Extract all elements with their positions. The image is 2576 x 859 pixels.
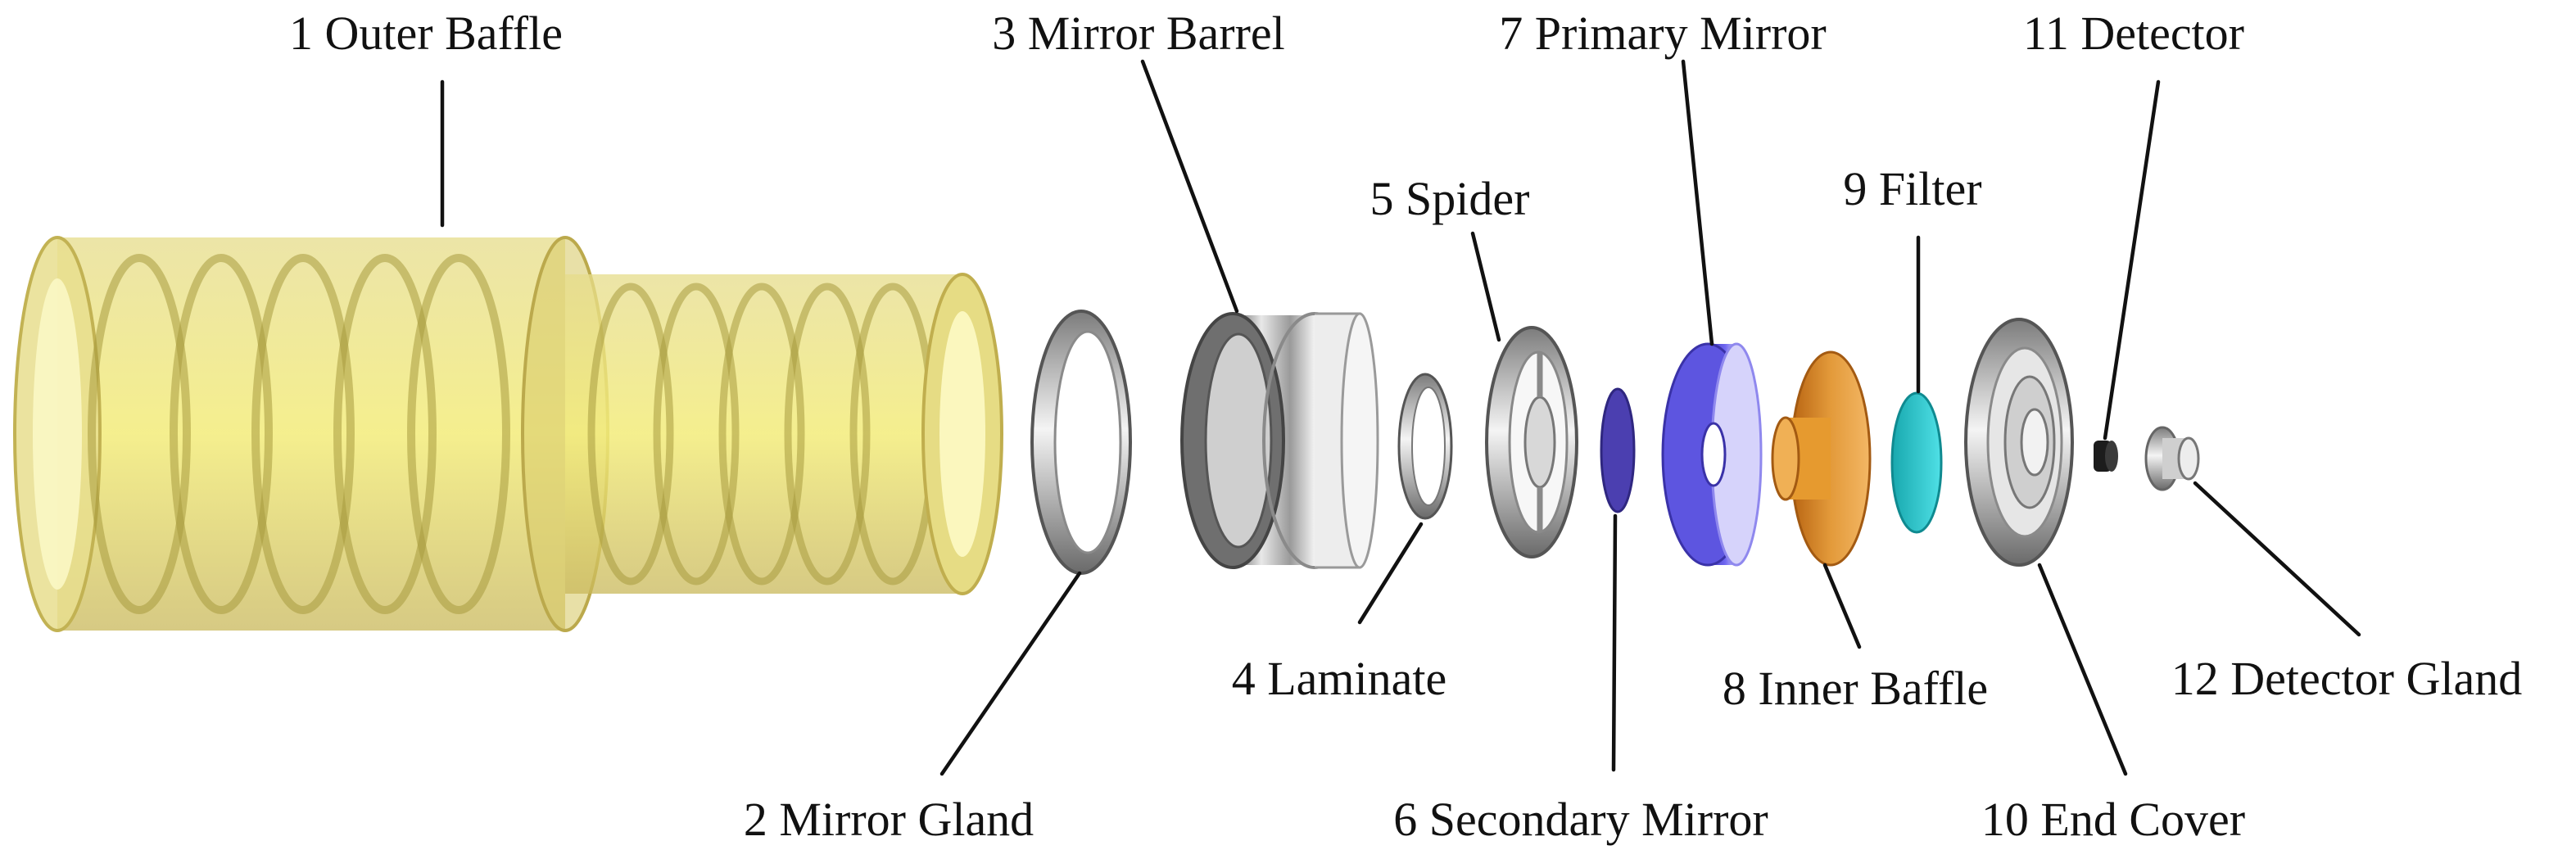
- detector-part: [2094, 441, 2118, 472]
- part-labels: 1 Outer Baffle 2 Mirror Gland 3 Mirror B…: [289, 7, 2522, 846]
- end-cover-part: [1964, 318, 2074, 567]
- detector-gland-part: [2144, 426, 2200, 491]
- leader-inner-baffle: [1822, 563, 1862, 649]
- leader-end-cover: [2037, 563, 2128, 776]
- laminate-part: [1397, 373, 1453, 520]
- filter-part: [1890, 391, 1943, 534]
- inner-baffle-part: [1771, 350, 1872, 567]
- leader-lines: [440, 59, 2361, 776]
- label-inner-baffle: 8 Inner Baffle: [1723, 662, 1988, 715]
- leader-mirror-gland: [939, 571, 1082, 776]
- label-outer-baffle: 1 Outer Baffle: [289, 7, 563, 60]
- label-laminate: 4 Laminate: [1232, 652, 1447, 705]
- secondary-mirror-part: [1600, 387, 1636, 513]
- label-primary-mirror: 7 Primary Mirror: [1499, 7, 1827, 60]
- label-detector-gland: 12 Detector Gland: [2171, 652, 2522, 705]
- leader-primary-mirror: [1681, 59, 1714, 346]
- mirror-gland-part: [1030, 310, 1132, 575]
- primary-mirror-part: [1661, 342, 1763, 567]
- leader-mirror-barrel: [1140, 59, 1239, 314]
- spider-part: [1485, 326, 1578, 558]
- leader-detector: [2103, 79, 2161, 441]
- outer-baffle-part: [13, 236, 1003, 632]
- mirror-barrel-part: [1180, 312, 1379, 569]
- leader-detector-gland: [2193, 481, 2361, 637]
- label-filter: 9 Filter: [1843, 162, 1981, 215]
- label-detector: 11 Detector: [2023, 7, 2244, 60]
- label-end-cover: 10 End Cover: [1981, 793, 2245, 846]
- label-mirror-barrel: 3 Mirror Barrel: [992, 7, 1285, 60]
- label-spider: 5 Spider: [1370, 172, 1530, 225]
- leader-spider: [1470, 231, 1501, 342]
- label-secondary-mirror: 6 Secondary Mirror: [1393, 793, 1768, 846]
- leader-secondary-mirror: [1611, 513, 1618, 772]
- leader-laminate: [1357, 522, 1424, 625]
- label-mirror-gland: 2 Mirror Gland: [744, 793, 1034, 846]
